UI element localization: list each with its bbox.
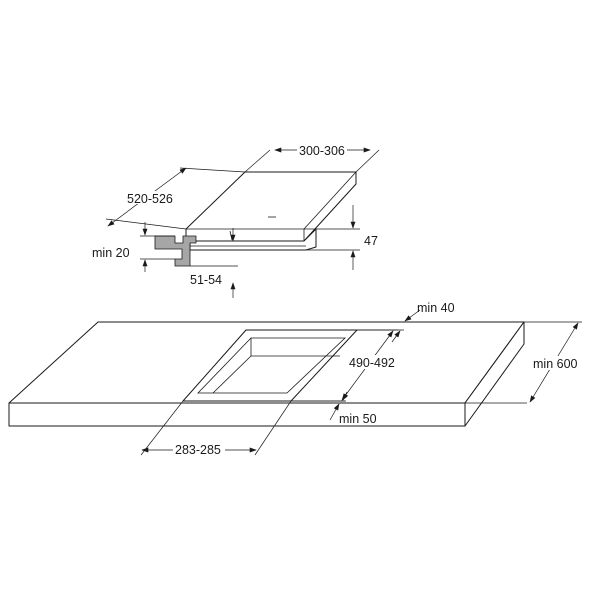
dimension-hob-height: 47 [304,205,378,270]
cutout-inner-edge-2 [212,355,252,394]
worktop [8,321,525,427]
dimension-hob-depth: 520-526 [105,167,246,230]
dimension-min-worktop-thickness: min 20 [92,222,175,272]
label-cutout-depth: 490-492 [349,356,395,370]
label-embed-depth: 51-54 [190,273,222,287]
worktop-front-face [8,402,466,427]
cutout-inner-wall [197,337,347,394]
label-min-rear-distance: min 40 [417,301,455,315]
label-min-worktop-thickness: min 20 [92,246,130,260]
dimension-min-front-distance: min 50 [291,391,377,426]
dimension-hob-width: 300-306 [244,144,380,173]
worktop-side-face [464,321,525,427]
label-cutout-width: 283-285 [175,443,221,457]
label-hob-height: 47 [364,234,378,248]
label-worktop-depth: min 600 [533,357,578,371]
label-min-front-distance: min 50 [339,412,377,426]
hob-glass-top [185,171,357,242]
hob-unit [185,171,357,251]
dimension-embed-depth: 51-54 [190,228,238,298]
mounting-bracket [154,235,197,267]
hob-top-right-edge [303,171,357,230]
label-hob-width: 300-306 [299,144,345,158]
dimension-worktop-depth: min 600 [465,321,582,404]
dimension-cutout-width: 283-285 [140,400,292,457]
label-hob-depth: 520-526 [127,192,173,206]
